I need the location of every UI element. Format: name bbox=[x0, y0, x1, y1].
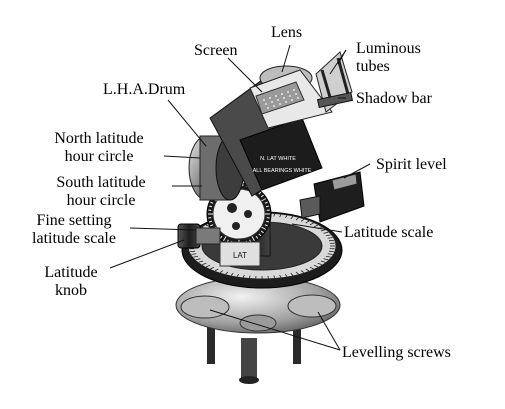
leader-levelling-screw-left bbox=[209, 309, 341, 351]
label-north-hour-circle-line2: hour circle bbox=[64, 148, 134, 165]
levelling-screw-front bbox=[239, 314, 277, 332]
leg-front bbox=[241, 338, 257, 380]
leg-right bbox=[293, 318, 301, 364]
base-plate bbox=[175, 276, 341, 334]
label-fine-setting-line1: Fine setting bbox=[36, 212, 112, 229]
leader-fine-setting-scale bbox=[129, 227, 197, 231]
screen-plate-line-1: N. LAT WHITE bbox=[260, 156, 296, 162]
latitude-knob-assembly bbox=[177, 223, 221, 249]
label-luminous-tubes-line1: Luminous bbox=[356, 40, 421, 57]
screen-lens-head bbox=[249, 65, 333, 129]
levelling-screw-left bbox=[180, 295, 230, 319]
label-levelling-screws: Levelling screws bbox=[342, 344, 451, 361]
label-latitude-knob-line2: knob bbox=[55, 282, 87, 299]
screen-housing: N. LAT WHITE ALL BEARINGS WHITE bbox=[209, 79, 323, 197]
levelling-screw-right bbox=[287, 294, 337, 318]
leader-north-hour-circle bbox=[163, 155, 201, 159]
label-lens: Lens bbox=[271, 24, 303, 41]
leader-lha-drum bbox=[167, 99, 207, 147]
label-shadow-bar: Shadow bar bbox=[356, 90, 432, 107]
screen-markings bbox=[263, 89, 299, 109]
lat-plate bbox=[219, 241, 261, 267]
leader-latitude-scale bbox=[291, 223, 343, 233]
luminous-tube-frame bbox=[315, 51, 354, 113]
label-south-hour-circle-line2: hour circle bbox=[66, 192, 136, 209]
shadow-bar-part bbox=[316, 91, 354, 109]
label-screen: Screen bbox=[194, 42, 238, 59]
spirit-level-unit bbox=[313, 171, 365, 223]
label-spirit-level: Spirit level bbox=[376, 156, 447, 173]
label-luminous-tubes-line2: tubes bbox=[356, 58, 390, 75]
label-south-hour-circle-line1: South latitude bbox=[56, 174, 146, 191]
label-latitude-scale: Latitude scale bbox=[344, 224, 434, 241]
leader-lines bbox=[109, 44, 371, 351]
label-latitude-knob-line1: Latitude bbox=[44, 264, 98, 281]
label-lha-drum: L.H.A.Drum bbox=[103, 81, 186, 98]
label-fine-setting-line2: latitude scale bbox=[32, 230, 116, 247]
leader-latitude-knob bbox=[109, 239, 185, 269]
label-north-hour-circle-line1: North latitude bbox=[54, 130, 144, 147]
leader-lens bbox=[281, 44, 291, 73]
leader-spirit-level bbox=[343, 163, 371, 179]
leader-levelling-screw-right bbox=[317, 311, 341, 351]
screen-plate-line-2: ALL BEARINGS WHITE bbox=[253, 168, 312, 174]
leg-left bbox=[207, 318, 215, 364]
leader-screen bbox=[227, 57, 263, 93]
leader-luminous-tubes-2 bbox=[329, 49, 347, 75]
tripod-legs bbox=[207, 318, 301, 384]
lha-drum-assembly bbox=[188, 135, 245, 201]
lat-plate-text: LAT bbox=[233, 251, 247, 260]
